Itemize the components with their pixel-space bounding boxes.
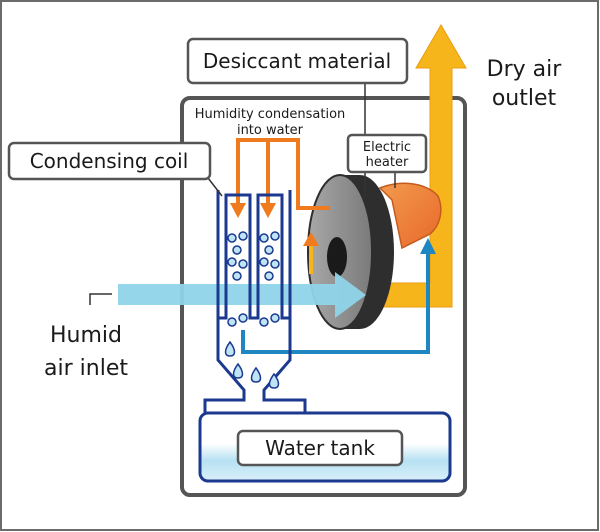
- heated-air-arrow: [303, 232, 319, 274]
- condensation-arrowhead-right: [260, 203, 276, 218]
- condensing-coil-label: Condensing coil: [30, 149, 189, 173]
- water-tank-label: Water tank: [265, 436, 375, 460]
- water-tank-label-box: [236, 429, 404, 467]
- return-air-arrow: [241, 238, 436, 354]
- water-droplets: [224, 340, 280, 389]
- condensation-bubbles: [227, 231, 280, 327]
- condensation-arrowhead-left: [230, 203, 246, 218]
- humidity-condensation-label-line1: Humidity condensation: [195, 107, 346, 122]
- electric-heater: [378, 182, 442, 250]
- humid-air-label-line1: Humid: [50, 323, 122, 348]
- humidity-condensation-label-line2: into water: [237, 123, 304, 138]
- dry-air-outlet-arrow: [379, 24, 467, 308]
- desiccant-label-box: [186, 37, 409, 85]
- dry-air-label-line1: Dry air: [487, 57, 563, 82]
- electric-heater-label-box: [346, 133, 428, 174]
- dry-air-label-line2: outlet: [492, 86, 557, 111]
- condensing-coil-label-box: [7, 141, 212, 181]
- desiccant-material-label: Desiccant material: [203, 49, 391, 73]
- electric-heater-label-line2: heater: [366, 155, 409, 170]
- electric-heater-label-line1: Electric: [363, 140, 411, 155]
- humid-air-inlet-arrow: [118, 272, 366, 318]
- humid-air-label-line2: air inlet: [44, 356, 128, 381]
- condensing-coil: [203, 190, 307, 413]
